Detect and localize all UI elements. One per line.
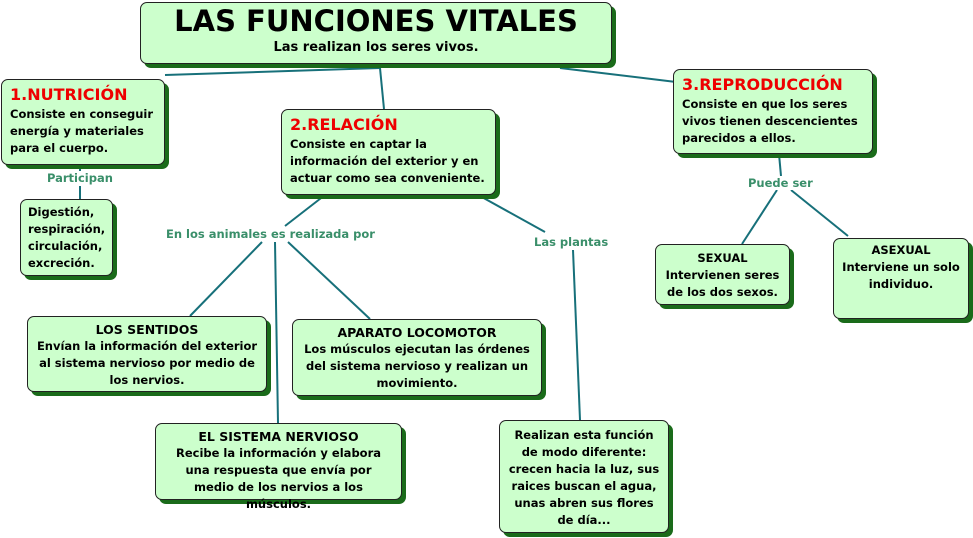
nutricion-heading: 1.NUTRICIÓN (10, 85, 128, 104)
asexual-heading: ASEXUAL (871, 243, 931, 257)
connector (287, 241, 371, 320)
digestion-node: Digestión, respiración, circulación, exc… (20, 199, 113, 276)
main-title: LAS FUNCIONES VITALES (174, 4, 578, 38)
plantas-node: Realizan esta función de modo diferente:… (499, 420, 669, 533)
connector (741, 189, 778, 245)
sexual-node: SEXUAL Intervienen seres de los dos sexo… (655, 244, 790, 305)
relacion-text: Consiste en captar la información del ex… (290, 137, 485, 185)
nervioso-heading: EL SISTEMA NERVIOSO (198, 429, 359, 444)
nutricion-text: Consiste en conseguir energía y material… (10, 107, 154, 155)
nervioso-node: EL SISTEMA NERVIOSO Recibe la informació… (155, 423, 402, 511)
link-plantas: Las plantas (532, 235, 611, 249)
connector (189, 241, 263, 317)
link-participan: Participan (45, 171, 115, 185)
locomotor-text: Los músculos ejecutan las órdenes del si… (304, 342, 530, 390)
locomotor-heading: APARATO LOCOMOTOR (337, 325, 497, 340)
relacion-node: 2.RELACIÓN Consiste en captar la informa… (281, 109, 496, 195)
link-animales: En los animales es realizada por (164, 227, 377, 241)
asexual-text: Interviene un solo individuo. (842, 260, 960, 291)
relacion-heading: 2.RELACIÓN (290, 115, 398, 134)
connector (559, 67, 677, 83)
connector (572, 249, 581, 421)
connector (274, 241, 279, 424)
locomotor-node: APARATO LOCOMOTOR Los músculos ejecutan … (292, 319, 542, 396)
connector (479, 195, 546, 233)
nervioso-text: Recibe la información y elabora una resp… (175, 446, 382, 511)
connector (284, 194, 326, 227)
connector (379, 67, 385, 110)
subtitle: Las realizan los seres vivos. (273, 40, 479, 55)
connector (778, 153, 782, 177)
sentidos-node: LOS SENTIDOS Envían la información del e… (27, 316, 267, 392)
asexual-node: ASEXUAL Interviene un solo individuo. (833, 238, 969, 319)
sentidos-text: Envían la información del exterior al si… (36, 339, 258, 387)
sentidos-heading: LOS SENTIDOS (95, 322, 199, 337)
link-puede-ser: Puede ser (746, 176, 815, 190)
connector (790, 189, 849, 237)
reproduccion-node: 3.REPRODUCCIÓN Consiste en que los seres… (673, 69, 873, 154)
reproduccion-text: Consiste en que los seres vivos tienen d… (682, 97, 858, 145)
nutricion-node: 1.NUTRICIÓN Consiste en conseguir energí… (1, 79, 165, 165)
sexual-text: Intervienen seres de los dos sexos. (665, 268, 780, 299)
connector (164, 67, 381, 76)
sexual-heading: SEXUAL (697, 251, 748, 265)
reproduccion-heading: 3.REPRODUCCIÓN (682, 75, 843, 94)
title-node: LAS FUNCIONES VITALES Las realizan los s… (140, 2, 612, 64)
